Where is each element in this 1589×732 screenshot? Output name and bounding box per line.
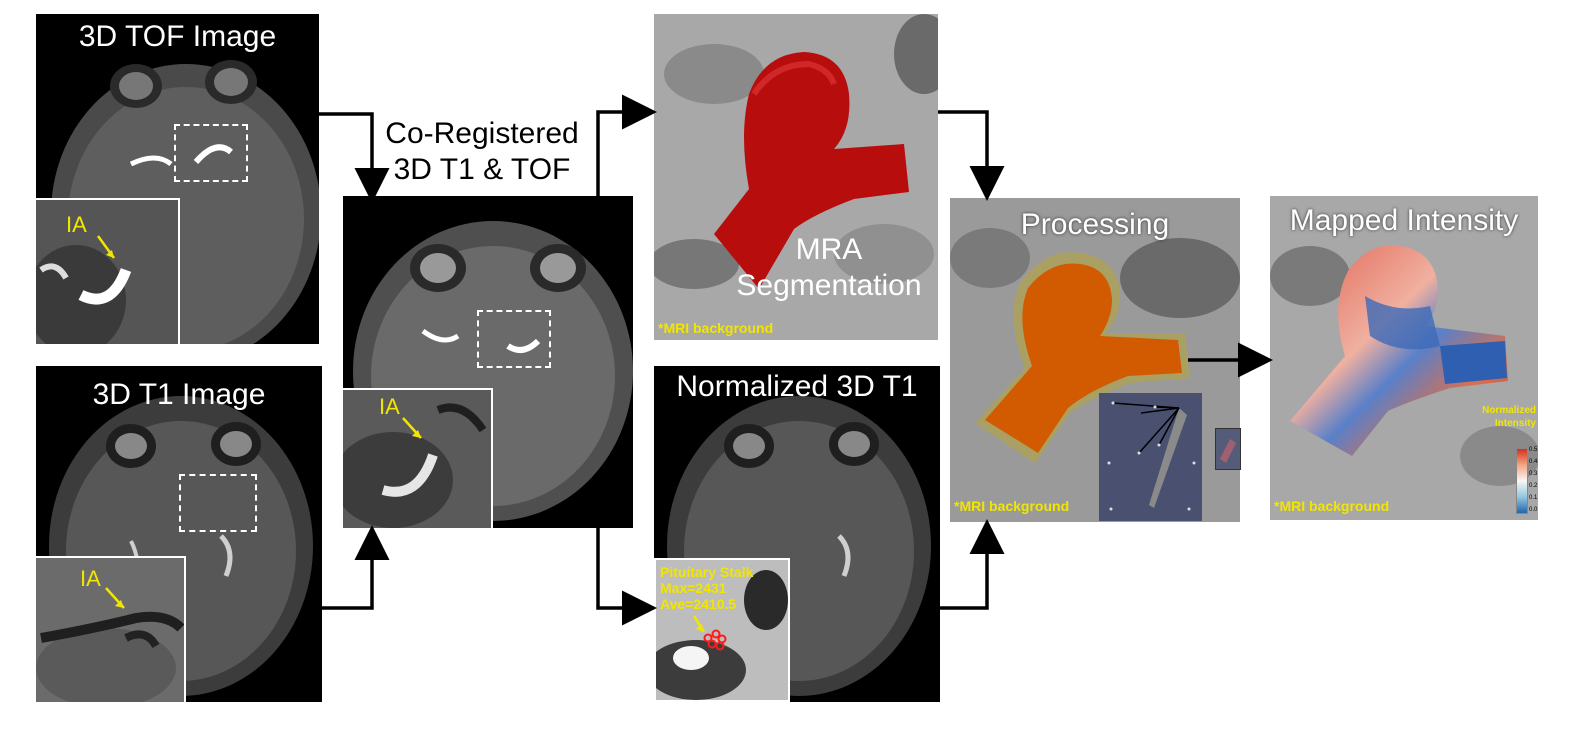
- processing-note: *MRI background: [954, 498, 1070, 514]
- norm-title: Normalized 3D T1: [676, 370, 918, 403]
- coreg-label-line1: Co-Registered: [385, 117, 579, 150]
- processing-aneurysm-model: [975, 252, 1190, 463]
- processing-title: Processing: [1020, 208, 1170, 241]
- norm-panel: Normalized 3D T1 Pituitary Stalk Max=243…: [654, 366, 940, 702]
- tof-title: 3D TOF Image: [78, 20, 277, 53]
- colorbar-tick: 0.0: [1529, 507, 1538, 513]
- mapped-panel: Mapped Intensity Normalized Intensity 0.…: [1270, 196, 1538, 520]
- t1-panel: 3D T1 Image IA: [36, 366, 322, 702]
- tof-panel: 3D TOF Image IA: [36, 14, 319, 344]
- arrow-coreg-to-mra: [596, 94, 657, 196]
- mra-label: MRA Segmentation: [724, 232, 934, 304]
- mra-note: *MRI background: [658, 320, 774, 336]
- norm-inset-line1: Pituitary Stalk: [660, 564, 754, 580]
- colorbar-ticks: 0.5 0.4 0.3 0.2 0.1 0.0: [1529, 446, 1537, 514]
- coreg-label-line2: 3D T1 & TOF: [393, 153, 571, 186]
- mapped-image: [1270, 196, 1538, 520]
- mra-aneurysm-model: [714, 52, 909, 289]
- mra-label-line1: MRA: [795, 233, 863, 266]
- arrow-coreg-to-norm: [596, 528, 657, 626]
- t1-ia-label: IA: [80, 566, 101, 591]
- norm-inset-line3: Ave=2410.5: [660, 596, 737, 612]
- mapped-legend-title: Normalized Intensity: [1460, 404, 1536, 430]
- arrow-norm-to-processing: [940, 519, 1005, 610]
- colorbar: [1516, 448, 1528, 514]
- tof-roi-box: [174, 124, 248, 182]
- mra-label-line2: Segmentation: [736, 269, 922, 302]
- tof-inset: IA: [36, 198, 180, 344]
- tof-ia-label: IA: [66, 212, 87, 237]
- coreg-label: Co-Registered 3D T1 & TOF: [362, 116, 602, 188]
- coreg-roi-box: [477, 310, 551, 368]
- norm-inset-line2: Max=2431: [660, 580, 727, 596]
- t1-roi-box: [179, 474, 257, 532]
- mapped-note: *MRI background: [1274, 498, 1390, 514]
- coreg-panel: IA: [343, 196, 633, 528]
- colorbar-tick: 0.1: [1529, 495, 1538, 501]
- arrow-t1-to-coreg: [322, 525, 390, 610]
- mapped-title: Mapped Intensity: [1289, 204, 1519, 237]
- mesh-subpanel: [1099, 393, 1202, 521]
- colorbar-tick: 0.3: [1529, 471, 1538, 477]
- mesh-diagram: [1099, 393, 1202, 521]
- mapped-aneurysm-model: [1290, 245, 1508, 456]
- mapped-legend-line2: Intensity: [1494, 418, 1536, 429]
- arrow-mra-to-processing: [938, 110, 1005, 201]
- norm-inset: Pituitary Stalk Max=2431 Ave=2410.5: [654, 558, 790, 702]
- mra-segmentation-image: [654, 14, 938, 340]
- coreg-inset: IA: [343, 388, 493, 528]
- t1-title: 3D T1 Image: [92, 378, 266, 411]
- t1-inset: IA: [36, 556, 186, 702]
- colorbar-tick: 0.4: [1529, 459, 1538, 465]
- mesh-thumb: [1215, 428, 1241, 470]
- colorbar-tick: 0.2: [1529, 483, 1538, 489]
- mra-panel: MRA Segmentation *MRI background: [654, 14, 938, 340]
- mapped-legend-line1: Normalized: [1482, 405, 1536, 416]
- colorbar-tick: 0.5: [1529, 447, 1538, 453]
- coreg-ia-label: IA: [379, 394, 400, 419]
